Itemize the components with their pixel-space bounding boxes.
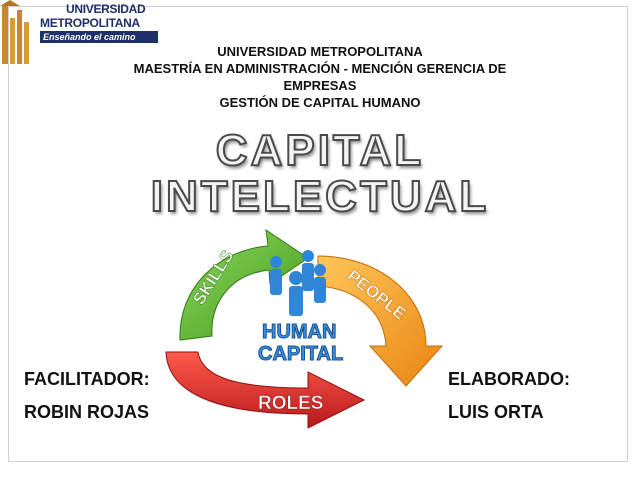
logo-line-2: METROPOLITANA: [40, 16, 140, 30]
header-program-cont: EMPRESAS: [283, 78, 357, 93]
slide-title: CAPITAL INTELECTUAL: [100, 126, 540, 221]
university-crest-icon: [0, 0, 29, 64]
people-arrow: [317, 255, 444, 387]
human-capital-cycle-graphic: SKILLS PEOPLE ROLES HUMAN CAPITAL: [165, 228, 444, 429]
title-line-1: CAPITAL: [215, 126, 425, 175]
logo-line-1: UNIVERSIDAD: [66, 2, 146, 16]
author-label: ELABORADO:: [448, 369, 570, 389]
people-figures-icon: [270, 250, 326, 316]
logo-tagline-bar: [40, 31, 158, 43]
header-course: GESTIÓN DE CAPITAL HUMANO: [219, 95, 421, 110]
slide-frame: [8, 6, 628, 462]
header-university: UNIVERSIDAD METROPOLITANA: [217, 44, 423, 59]
roles-arrow: [165, 351, 366, 429]
header-program: MAESTRÍA EN ADMINISTRACIÓN - MENCIÓN GER…: [133, 61, 507, 76]
center-label-line-1: HUMAN: [262, 321, 336, 343]
facilitator-label: FACILITADOR:: [24, 369, 150, 389]
facilitator-name: ROBIN ROJAS: [24, 402, 150, 422]
university-logo: UNIVERSIDAD METROPOLITANA Enseñando el c…: [40, 2, 158, 60]
slide-header: UNIVERSIDAD METROPOLITANA MAESTRÍA EN AD…: [80, 43, 560, 111]
roles-label: ROLES: [258, 393, 323, 414]
title-line-2: INTELECTUAL: [150, 172, 490, 221]
author-name: LUIS ORTA: [448, 402, 544, 422]
logo-tagline: Enseñando el camino: [43, 32, 136, 42]
center-label-line-2: CAPITAL: [258, 343, 343, 365]
